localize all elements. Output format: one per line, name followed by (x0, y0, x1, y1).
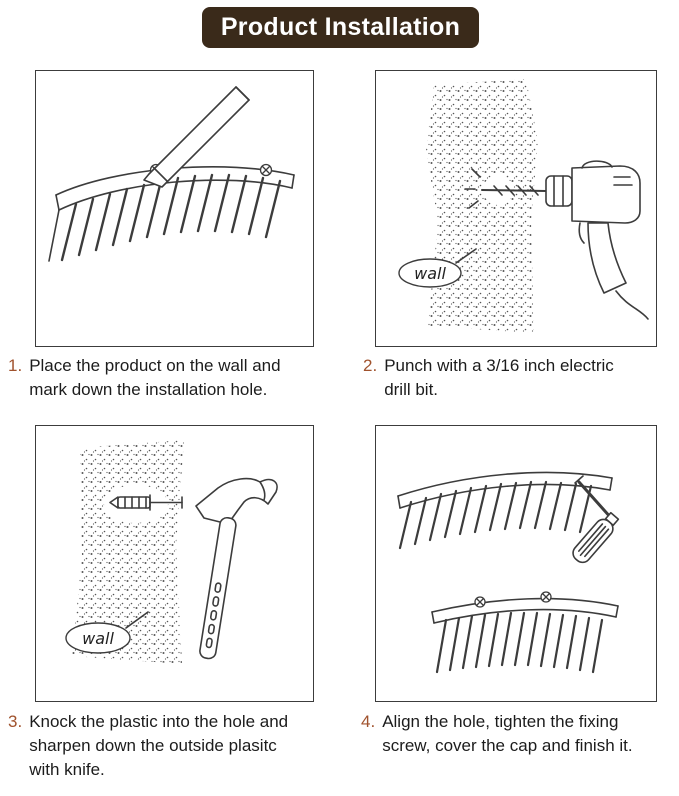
step1-text: Place the product on the wall and mark d… (29, 356, 281, 399)
hammer-icon (195, 477, 278, 660)
corner-shelf-bottom-drawing (431, 591, 619, 674)
step2-caption: 2. Punch with a 3/16 inch electric drill… (363, 354, 644, 402)
step1-number: 1. (8, 356, 23, 375)
step3-number: 3. (8, 712, 23, 731)
step2-illustration: wall (375, 70, 657, 347)
step4-number: 4. (361, 712, 376, 731)
screwdriver-icon (572, 475, 620, 564)
step3-drawing: wall (65, 440, 278, 664)
step1-drawing (48, 86, 295, 262)
wall-plug-icon (109, 494, 183, 511)
step4-drawing (397, 471, 620, 674)
step3-illustration: wall (35, 425, 314, 702)
step4-caption: 4. Align the hole, tighten the fixing sc… (361, 710, 650, 758)
wall-label: wall (82, 629, 114, 648)
step2-drawing: wall (398, 79, 649, 333)
corner-shelf-top-drawing (397, 471, 613, 550)
step4-illustration (375, 425, 657, 702)
step2-text: Punch with a 3/16 inch electric drill bi… (384, 356, 614, 399)
step2-number: 2. (363, 356, 378, 375)
corner-shelf-drawing (48, 163, 295, 262)
wall-stipple (426, 79, 538, 333)
wall-label-bubble: wall (398, 248, 477, 288)
pencil-icon (143, 86, 250, 188)
step1-caption: 1. Place the product on the wall and mar… (8, 354, 301, 402)
page-title: Product Installation (202, 7, 479, 48)
step4-text: Align the hole, tighten the fixing screw… (382, 712, 633, 755)
fixing-screws (474, 591, 552, 608)
step3-text: Knock the plastic into the hole and shar… (29, 712, 289, 779)
step3-caption: 3. Knock the plastic into the hole and s… (8, 710, 307, 781)
drill-icon (464, 160, 649, 320)
wall-label-bubble: wall (65, 611, 149, 654)
step1-illustration (35, 70, 314, 347)
wall-label: wall (414, 264, 446, 283)
